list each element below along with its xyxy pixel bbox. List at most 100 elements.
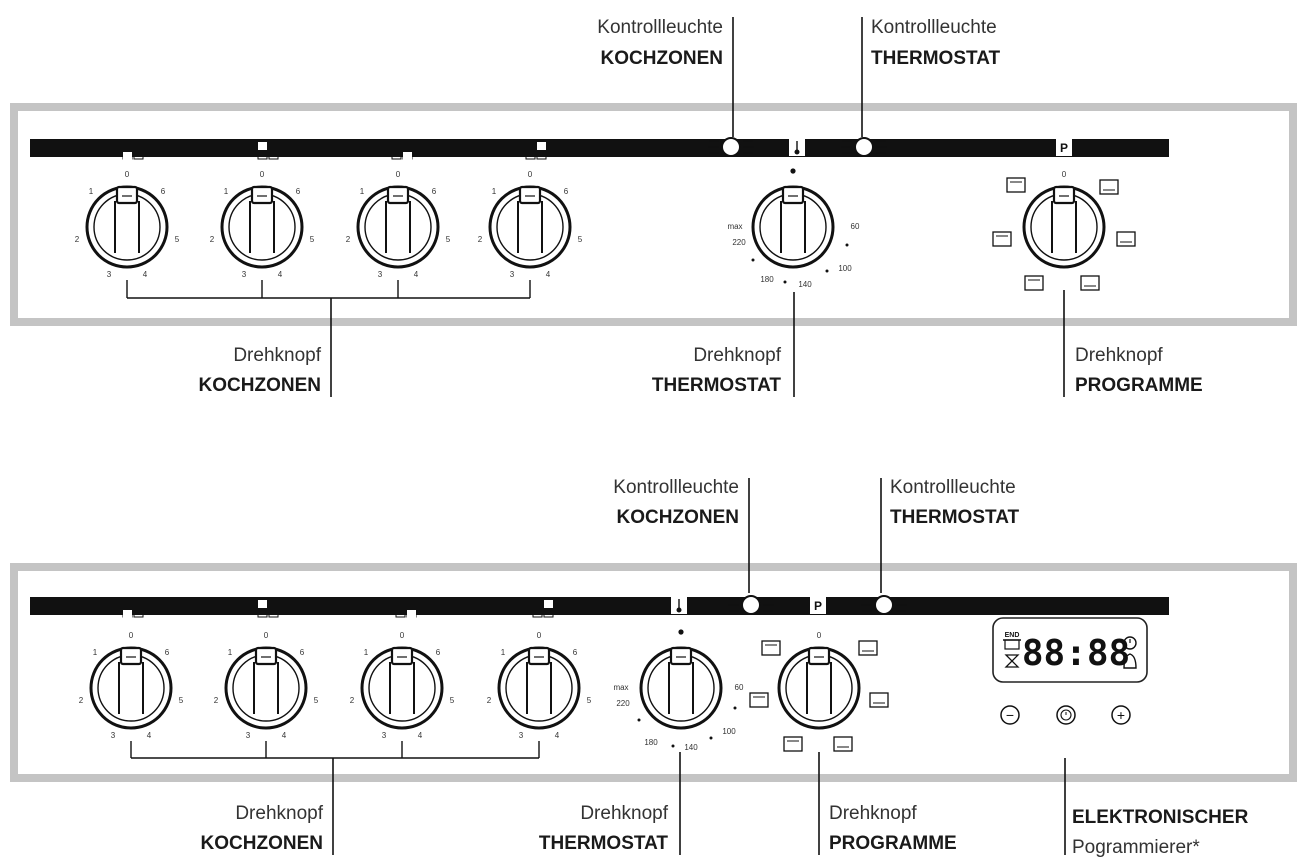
scale-mark: 6 [573,648,578,657]
cooking-zone-position-icon [122,141,144,160]
label-normal: Kontrollleuchte [871,17,997,38]
scale-mark: 1 [93,648,98,657]
scale-mark: 1 [224,187,229,196]
scale-mark: 6 [161,187,166,196]
scale-mark: 4 [147,731,152,740]
label-bold: THERMOSTAT [652,375,782,396]
scale-mark: 0 [125,170,130,179]
thermometer-icon [788,137,806,157]
scale-mark: 6 [165,648,170,657]
scale-mark: 0 [817,631,822,640]
label-normal: Pogrammierer* [1072,837,1200,858]
label-normal: Drehknopf [1075,345,1163,366]
scale-mark: 220 [616,699,630,708]
scale-mark: 100 [722,727,736,736]
program-key-icon [810,596,826,614]
cooking-zone-knob[interactable]: 0 1 2 3 4 5 6 [478,170,583,279]
scale-mark: 4 [555,731,560,740]
scale-mark: 5 [587,696,592,705]
label-bold: KOCHZONEN [199,375,321,396]
pot-icon [1003,639,1021,650]
scale-mark: 5 [450,696,455,705]
clock-button[interactable] [1056,705,1076,725]
scale-mark: 2 [346,235,351,244]
scale-mark: 180 [760,275,774,284]
indicator-lamp-icon [707,137,755,157]
cooking-zone-position-icon [257,599,279,618]
scale-mark: 5 [179,696,184,705]
scale-mark: 2 [214,696,219,705]
oven-mode-icon [869,692,889,708]
label-normal: Kontrollleuchte [890,477,1016,498]
scale-mark: 60 [851,222,860,231]
label-bold: KOCHZONEN [617,507,739,528]
oven-mode-icon [761,640,781,656]
cooking-zone-knob[interactable]: 0 1 2 3 4 5 6 [79,631,184,740]
indicator-lamp-icon [727,595,775,615]
cooking-zone-knob[interactable]: 0 1 2 3 4 5 6 [487,631,592,740]
panel-frame [10,563,1297,782]
label-normal: Drehknopf [580,803,668,824]
cooking-zone-position-icon [122,599,144,618]
scale-mark: 0 [264,631,269,640]
zone-knobs-bracket [126,280,531,299]
clock-icon [1123,636,1137,650]
cooking-zone-knob[interactable]: 0 1 2 3 4 5 6 [214,631,319,740]
scale-mark: 3 [107,270,112,279]
bottom-panel: 0 1 2 3 4 5 6 0 1 2 3 4 5 6 0 1 2 3 4 5 … [10,477,1297,858]
plus-button[interactable]: + [1111,705,1131,725]
label-normal: Drehknopf [829,803,917,824]
lcd-display [992,617,1148,683]
scale-mark: 2 [75,235,80,244]
minus-icon: − [1006,707,1014,723]
indicator-strip [30,597,1169,615]
scale-mark: max [613,683,628,692]
oven-mode-icon [1024,275,1044,291]
scale-mark: 5 [310,235,315,244]
scale-mark: 2 [350,696,355,705]
scale-mark: 1 [360,187,365,196]
scale-mark: 0 [129,631,134,640]
scale-mark: 3 [510,270,515,279]
scale-mark: 1 [364,648,369,657]
oven-mode-icon [1099,179,1119,195]
label-bold: KOCHZONEN [601,48,723,69]
label-normal: Kontrollleuchte [597,17,723,38]
oven-mode-icon [749,692,769,708]
scale-mark: 6 [300,648,305,657]
scale-mark: 1 [228,648,233,657]
clock-readout: 88:88 [1022,633,1130,674]
scale-mark: 3 [378,270,383,279]
clock-icon [1060,709,1072,721]
oven-mode-icon [992,231,1012,247]
scale-mark: 3 [242,270,247,279]
zone-knobs-bracket [130,741,540,759]
scale-mark: 6 [564,187,569,196]
oven-mode-icon [833,736,853,752]
cooking-zone-knob[interactable]: 0 1 2 3 4 5 6 [210,170,315,279]
scale-mark: 2 [79,696,84,705]
thermostat-knob[interactable]: max 220 60 100 140 180 [613,629,744,752]
label-bold: KOCHZONEN [201,833,323,854]
scale-mark: max [727,222,742,231]
top-panel: 0 1 2 3 4 5 6 0 1 2 3 4 5 6 0 1 2 3 4 5 … [10,17,1297,397]
cooking-zone-knob[interactable]: 0 1 2 3 4 5 6 [346,170,451,279]
scale-mark: 100 [838,264,852,273]
thermostat-knob[interactable]: max 220 60 100 140 180 [727,168,860,289]
scale-mark: 4 [546,270,551,279]
label-bold: THERMOSTAT [890,507,1020,528]
minus-button[interactable]: − [1000,705,1020,725]
oven-mode-icon [1116,231,1136,247]
label-normal: Drehknopf [233,345,321,366]
cooking-zone-knob[interactable]: 0 1 2 3 4 5 6 [75,170,180,279]
program-knob[interactable]: 0 [749,631,889,752]
cooking-zone-knob[interactable]: 0 1 2 3 4 5 6 [350,631,455,740]
scale-mark: 180 [644,738,658,747]
cooking-zone-position-icon [532,599,554,618]
scale-mark: 0 [396,170,401,179]
scale-mark: 3 [382,731,387,740]
program-knob[interactable]: 0 [992,170,1136,291]
scale-mark: 3 [246,731,251,740]
scale-mark: 6 [296,187,301,196]
scale-mark: 4 [414,270,419,279]
